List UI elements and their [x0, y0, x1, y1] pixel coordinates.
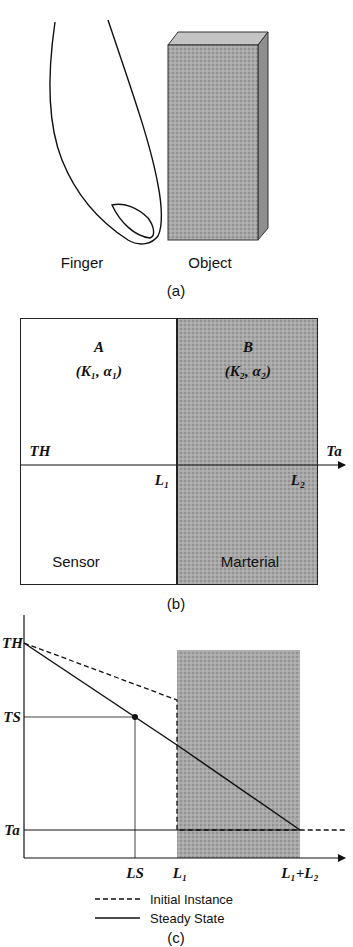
region-symbol: B	[243, 339, 253, 356]
symbol-label: L₂	[291, 472, 305, 489]
legend-solid-sample	[95, 917, 140, 919]
sensor-point	[132, 714, 138, 720]
ls-guide	[135, 717, 136, 858]
object-block	[168, 32, 268, 240]
axis-line	[20, 464, 345, 465]
symbol-label: Ta	[326, 443, 341, 460]
x-axis	[24, 857, 345, 858]
region-name: Sensor	[52, 553, 100, 570]
axis-tick-label: TH	[2, 635, 23, 652]
steady-curve	[24, 643, 300, 830]
axis-tick-label: L₁+L₂	[281, 865, 318, 882]
symbol-label: TH	[30, 443, 51, 460]
finger-drawing	[50, 20, 162, 244]
panel-tag: (a)	[167, 282, 185, 299]
part-name: Object	[188, 254, 231, 271]
region-symbol: (K₁, α₁)	[76, 363, 122, 380]
panel-tag: (c)	[167, 929, 185, 946]
symbol-label: L₁	[155, 472, 169, 489]
panel-tag: (b)	[167, 595, 185, 612]
legend-text: Initial Instance	[150, 892, 233, 907]
axis-tick-label: TS	[3, 709, 21, 726]
initial-curve	[24, 643, 345, 830]
legend-text: Steady State	[150, 911, 224, 926]
region-symbol: A	[94, 339, 104, 356]
material-ground	[177, 318, 318, 585]
axis-tick-label: L₁	[173, 865, 187, 882]
legend-dashed-sample	[95, 898, 140, 899]
ambient-line	[24, 830, 300, 831]
region-symbol: (K₂, α₂)	[225, 363, 271, 380]
axis-tick-label: LS	[126, 865, 144, 882]
y-axis	[23, 615, 24, 858]
ts-guide	[24, 717, 135, 718]
axis-tick-label: Ta	[4, 822, 19, 839]
part-name: Finger	[61, 254, 104, 271]
material-region	[177, 650, 300, 858]
material-region: B (K₂, α₂) Marterial	[177, 318, 318, 585]
sensor-ground	[20, 318, 177, 585]
region-name: Marterial	[221, 553, 279, 570]
